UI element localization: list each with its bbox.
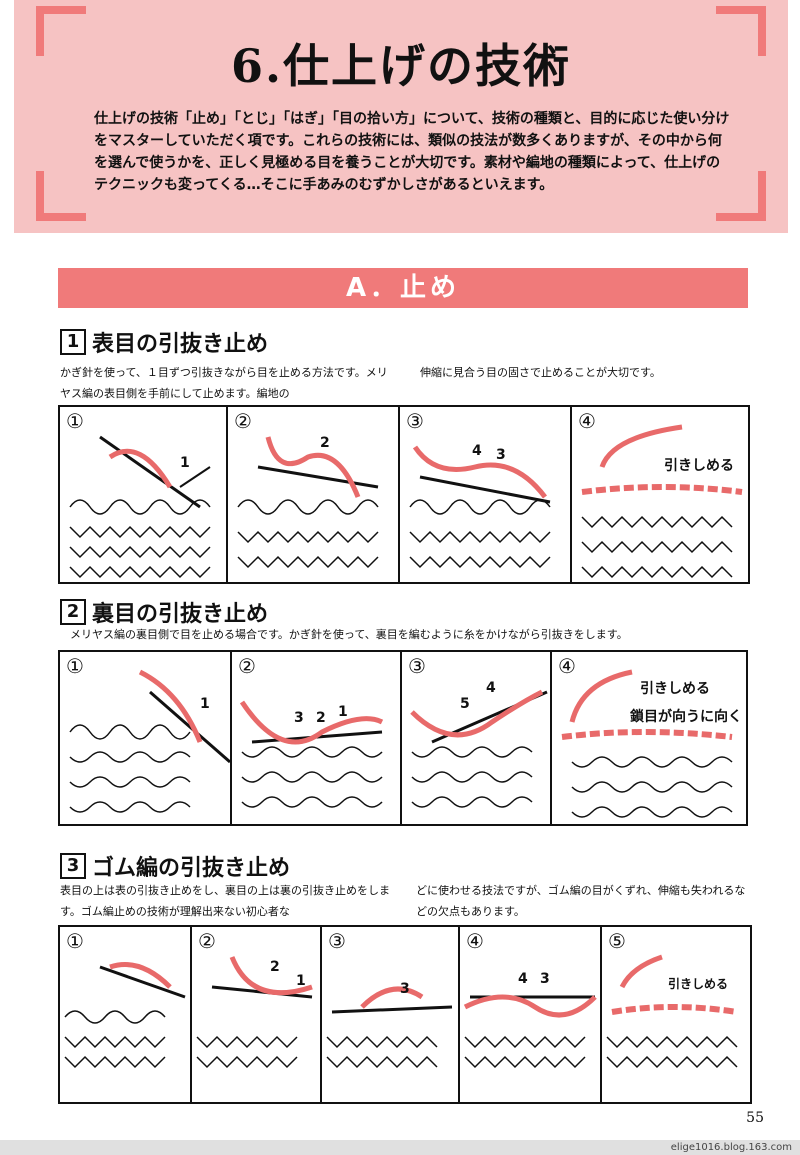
corner-bracket [716, 171, 766, 221]
diagram-label: 4 [486, 680, 496, 696]
stitch-diagram [409, 445, 551, 569]
header-banner: 6.仕上げの技術 仕上げの技術「止め」「とじ」「はぎ」「目の拾い方」について、技… [14, 0, 788, 233]
diagram-panel: ④ 4 3 [460, 927, 602, 1102]
step-number: ③ [406, 409, 424, 433]
subsection-number: 2 [60, 599, 86, 625]
diagram-panel: ③ 4 3 [400, 407, 572, 582]
subsection-number: 3 [60, 853, 86, 879]
stitch-diagram [69, 669, 230, 813]
page-number: 55 [746, 1110, 764, 1126]
subsection-heading: 1 表目の引抜き止め [60, 326, 268, 358]
diagram-label: 1 [180, 455, 190, 471]
step-number: ④ [558, 654, 576, 678]
diagram-label: 引きしめる [664, 458, 734, 474]
step-number: ① [66, 929, 84, 953]
corner-bracket [716, 6, 766, 56]
diagram-label: 5 [460, 696, 470, 712]
diagram-label: 3 [540, 971, 550, 987]
step-number: ⑤ [608, 929, 626, 953]
diagram-row: ① ② 2 1 ③ 3 [58, 925, 752, 1104]
diagram-label: 4 [518, 971, 528, 987]
stitch-diagram [239, 700, 384, 808]
diagram-label: 引きしめる [640, 681, 710, 697]
subsection-number: 1 [60, 329, 86, 355]
step-number: ② [238, 654, 256, 678]
step-number: ④ [578, 409, 596, 433]
stitch-diagram [64, 962, 186, 1069]
description: 表目の上は表の引抜き止めをし、裏目の上は裏の引抜き止めをします。ゴム編止めの技術… [60, 884, 390, 918]
diagram-label: 1 [338, 704, 348, 720]
stitch-diagram [606, 954, 738, 1069]
diagram-label: 3 [496, 447, 506, 463]
diagram-label: 2 [270, 959, 280, 975]
diagram-label: 引きしめる [668, 977, 729, 991]
subsection-title: 裏目の引抜き止め [92, 602, 269, 627]
diagram-label: 3 [294, 710, 304, 726]
diagram-panel: ① 1 [60, 652, 232, 824]
subsection-heading: 3 ゴム編の引抜き止め [60, 850, 290, 882]
subsection-title: 表目の引抜き止め [92, 332, 269, 357]
diagram-panel: ③ 3 [322, 927, 460, 1102]
step-number: ① [66, 654, 84, 678]
stitch-diagram [196, 956, 313, 1069]
corner-bracket [36, 6, 86, 56]
stitch-diagram [326, 986, 453, 1069]
diagram-panel: ② 3 2 1 [232, 652, 402, 824]
diagram-panel: ⑤ 引きしめる [602, 927, 746, 1102]
diagram-row: ① 1 ② 2 ③ 4 3 [58, 405, 750, 584]
subsection-title: ゴム編の引抜き止め [92, 856, 291, 881]
diagram-panel: ① 1 [60, 407, 228, 582]
diagram-label: 4 [472, 443, 482, 459]
stitch-diagram [410, 689, 548, 808]
stitch-diagram [561, 669, 733, 818]
diagram-label: 1 [296, 973, 306, 989]
description: どに使わせる技法ですが、ゴム編の目がくずれ、伸縮も失われるなどの欠点もあります。 [416, 884, 746, 918]
diagram-panel: ② 2 [228, 407, 400, 582]
diagram-panel: ④ 引きしめる [572, 407, 748, 582]
description: メリヤス編の裏目側で目を止める場合です。かぎ針を使って、裏目を編むように糸をかけ… [70, 628, 628, 641]
diagram-label: 2 [316, 710, 326, 726]
subsection-heading: 2 裏目の引抜き止め [60, 596, 268, 628]
diagram-label: 3 [400, 981, 410, 997]
footer-bar [0, 1140, 800, 1155]
step-number: ① [66, 409, 84, 433]
diagram-panel: ④ 引きしめる 鎖目が向うに向く [552, 652, 742, 824]
diagram-panel: ③ 5 4 [402, 652, 552, 824]
step-number: ② [234, 409, 252, 433]
step-number: ③ [408, 654, 426, 678]
diagram-label: 鎖目が向うに向く [630, 709, 742, 725]
diagram-panel: ① [60, 927, 192, 1102]
description: かぎ針を使って、１目ずつ引抜きながら目を止める方法です。メリヤス編の表目側を手前… [60, 366, 388, 400]
intro-text: 仕上げの技術「止め」「とじ」「はぎ」「目の拾い方」について、技術の種類と、目的に… [94, 111, 730, 193]
source-credit: elige1016.blog.163.com [670, 1142, 792, 1153]
diagram-panel: ② 2 1 [192, 927, 322, 1102]
diagram-label: 1 [200, 696, 210, 712]
step-number: ④ [466, 929, 484, 953]
stitch-diagram [69, 435, 211, 579]
step-number: ② [198, 929, 216, 953]
corner-bracket [36, 171, 86, 221]
diagram-row: ① 1 ② 3 2 1 ③ 5 4 [58, 650, 748, 826]
stitch-diagram [237, 436, 379, 569]
diagram-label: 2 [320, 435, 330, 451]
stitch-diagram [581, 424, 743, 579]
step-number: ③ [328, 929, 346, 953]
page-title: 6.仕上げの技術 [230, 39, 572, 93]
stitch-diagram [463, 994, 597, 1069]
description: 伸縮に見合う目の固さで止めることが大切です。 [420, 366, 661, 379]
section-heading: A．止め [58, 268, 748, 308]
